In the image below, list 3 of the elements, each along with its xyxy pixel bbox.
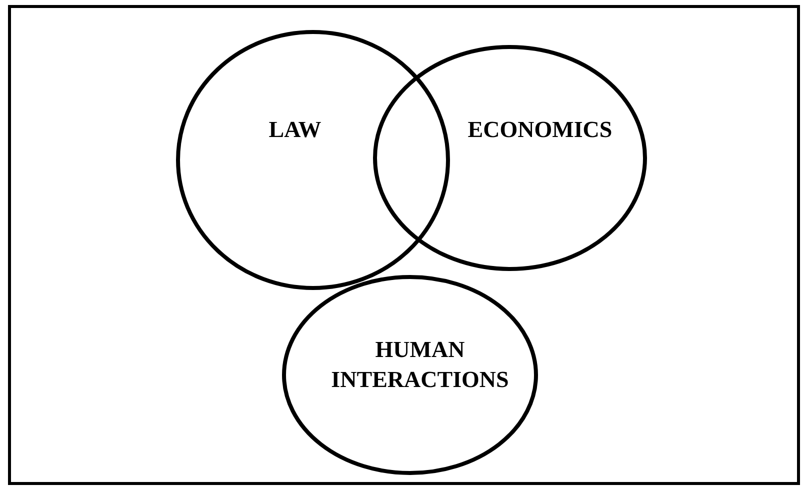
circle-label: ECONOMICS: [466, 116, 614, 144]
circle-label: HUMAN INTERACTIONS: [330, 336, 510, 394]
circle-label: LAW: [268, 116, 322, 144]
